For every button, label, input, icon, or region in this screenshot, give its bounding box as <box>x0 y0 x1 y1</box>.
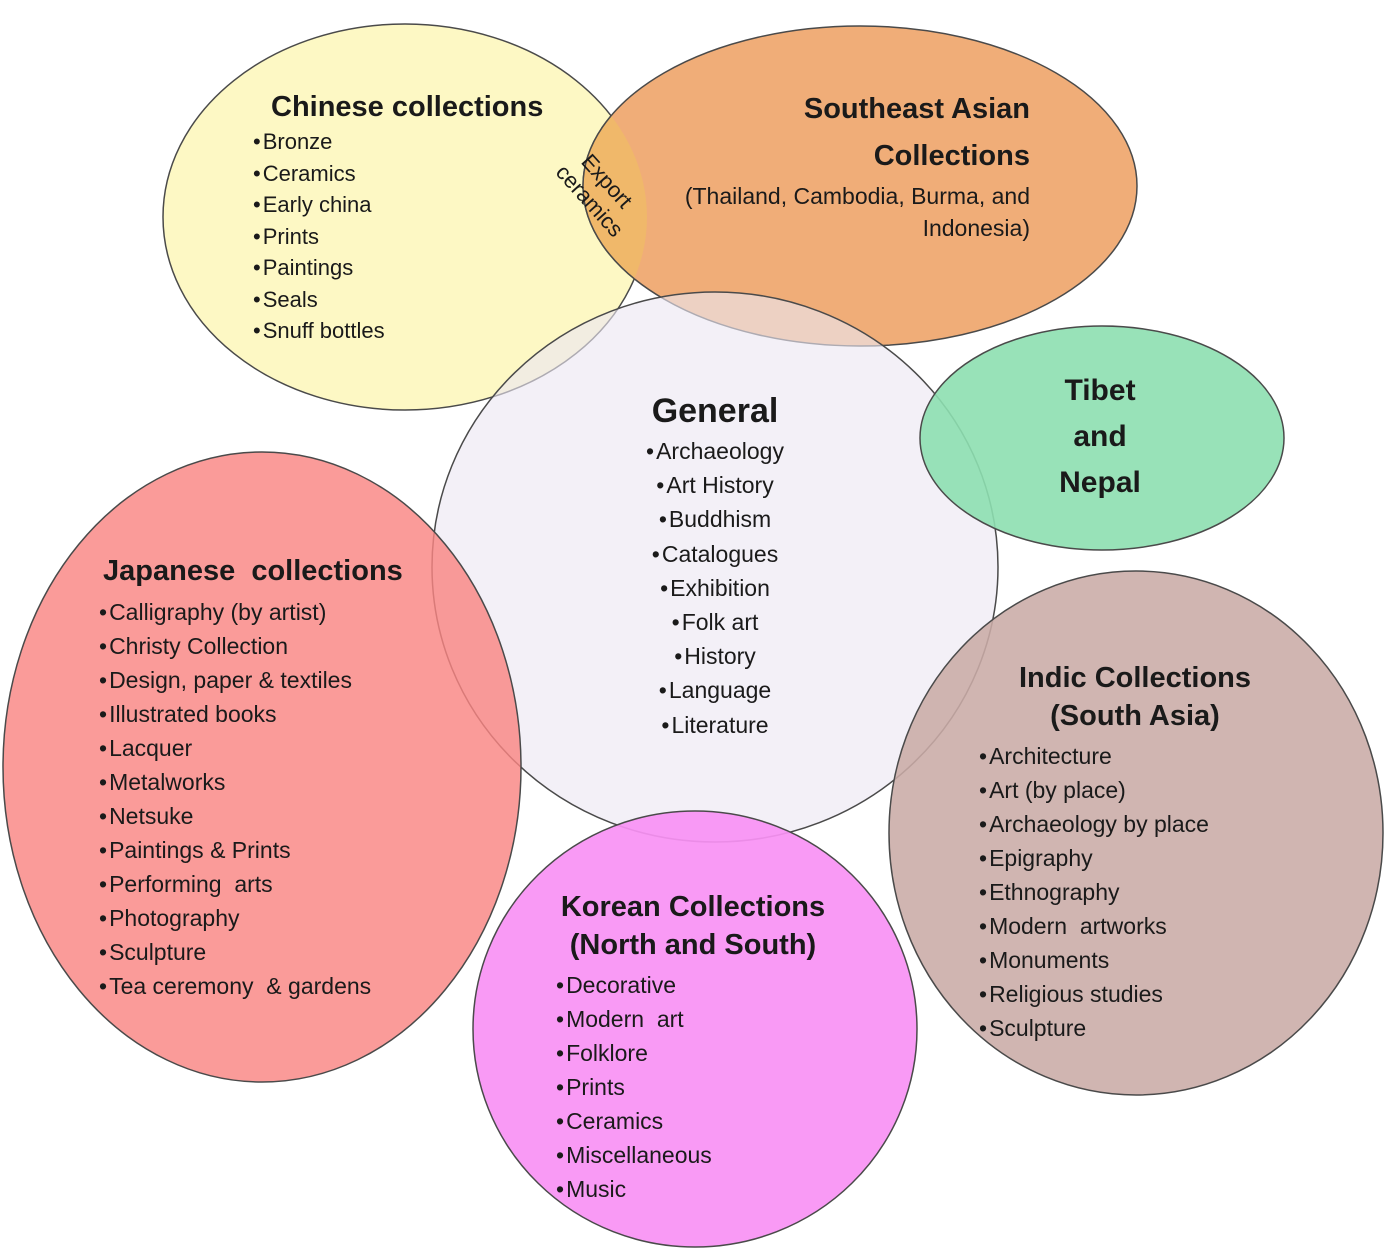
japanese-list-item: Calligraphy (by artist) <box>99 595 371 629</box>
general-list-item: Literature <box>565 708 865 742</box>
korean-list-item: Music <box>556 1172 712 1206</box>
japanese-title: Japanese collections <box>103 555 403 587</box>
korean-list-item: Prints <box>556 1070 712 1104</box>
japanese-list-item: Metalworks <box>99 765 371 799</box>
tibet-line3: Nepal <box>1059 466 1141 499</box>
chinese-list-item: Seals <box>253 284 385 316</box>
korean-title-line1: Korean Collections <box>560 891 826 923</box>
japanese-list-item: Sculpture <box>99 935 371 969</box>
tibet-block: Tibet and Nepal <box>1000 368 1200 506</box>
japanese-list-item: Photography <box>99 901 371 935</box>
indic-list-item: Architecture <box>979 739 1209 773</box>
southeast-subtitle-line2: Indonesia) <box>922 215 1030 241</box>
japanese-list-item: Paintings & Prints <box>99 833 371 867</box>
chinese-list-item: Early china <box>253 189 385 221</box>
general-list-item: Catalogues <box>565 537 865 571</box>
general-list-item: Exhibition <box>565 571 865 605</box>
japanese-list: Calligraphy (by artist)Christy Collectio… <box>99 595 371 1003</box>
japanese-list-item: Design, paper & textiles <box>99 663 371 697</box>
indic-heading: Indic Collections (South Asia) <box>985 659 1285 735</box>
general-block: General ArchaeologyArt HistoryBuddhismCa… <box>565 388 865 742</box>
chinese-list-item: Bronze <box>253 126 385 158</box>
chinese-list-item: Prints <box>253 221 385 253</box>
korean-list-item: Miscellaneous <box>556 1138 712 1172</box>
southeast-subtitle-line1: (Thailand, Cambodia, Burma, and <box>684 183 1030 209</box>
chinese-title: Chinese collections <box>271 91 544 123</box>
tibet-ellipse <box>919 325 1285 551</box>
general-list-item: History <box>565 639 865 673</box>
general-title: General <box>651 392 779 430</box>
southeast-title-line2: Collections <box>873 140 1030 172</box>
korean-list-item: Decorative <box>556 968 712 1002</box>
general-list-item: Language <box>565 673 865 707</box>
indic-list-item: Ethnography <box>979 875 1209 909</box>
general-list-item: Art History <box>565 468 865 502</box>
japanese-list-item: Lacquer <box>99 731 371 765</box>
japanese-list-item: Performing arts <box>99 867 371 901</box>
export-ceramics-overlap <box>582 25 647 347</box>
korean-list: DecorativeModern artFolklorePrintsCerami… <box>556 968 712 1206</box>
indic-title-line1: Indic Collections <box>1018 662 1252 694</box>
southeast-title-line1: Southeast Asian <box>803 93 1030 125</box>
japanese-list-item: Illustrated books <box>99 697 371 731</box>
general-list: ArchaeologyArt HistoryBuddhismCatalogues… <box>565 434 865 742</box>
chinese-list-item: Paintings <box>253 252 385 284</box>
indic-list: ArchitectureArt (by place)Archaeology by… <box>979 739 1209 1045</box>
general-list-item: Buddhism <box>565 502 865 536</box>
indic-title-line2: (South Asia) <box>1050 700 1220 732</box>
korean-list-item: Folklore <box>556 1036 712 1070</box>
japanese-list-item: Christy Collection <box>99 629 371 663</box>
general-list-item: Folk art <box>565 605 865 639</box>
korean-list-item: Ceramics <box>556 1104 712 1138</box>
indic-list-item: Monuments <box>979 943 1209 977</box>
korean-title-line2: (North and South) <box>569 929 817 961</box>
korean-list-item: Modern art <box>556 1002 712 1036</box>
chinese-list: BronzeCeramicsEarly chinaPrintsPaintings… <box>253 126 385 347</box>
korean-heading: Korean Collections (North and South) <box>543 888 843 964</box>
chinese-list-item: Ceramics <box>253 158 385 190</box>
indic-list-item: Epigraphy <box>979 841 1209 875</box>
general-list-item: Archaeology <box>565 434 865 468</box>
japanese-list-item: Tea ceremony & gardens <box>99 969 371 1003</box>
indic-list-item: Sculpture <box>979 1011 1209 1045</box>
tibet-line1: Tibet <box>1064 374 1136 407</box>
southeast-heading: Southeast Asian Collections (Thailand, C… <box>610 86 1030 244</box>
indic-list-item: Archaeology by place <box>979 807 1209 841</box>
indic-list-item: Modern artworks <box>979 909 1209 943</box>
tibet-line2: and <box>1073 420 1127 453</box>
indic-list-item: Religious studies <box>979 977 1209 1011</box>
japanese-list-item: Netsuke <box>99 799 371 833</box>
chinese-list-item: Snuff bottles <box>253 315 385 347</box>
indic-list-item: Art (by place) <box>979 773 1209 807</box>
